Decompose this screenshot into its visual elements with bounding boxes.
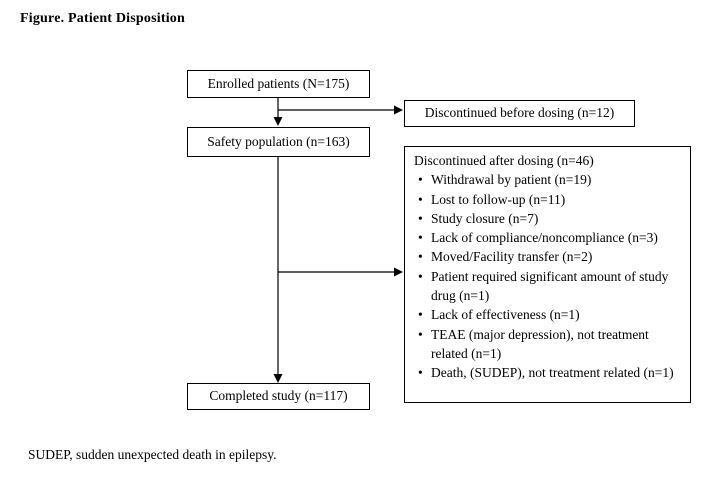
- list-item: TEAE (major depression), not treatment r…: [414, 325, 682, 364]
- node-label: Discontinued before dosing (n=12): [424, 105, 615, 121]
- node-safety-population: Safety population (n=163): [187, 127, 370, 157]
- arrowhead-right-before: [394, 105, 403, 115]
- node-label: Safety population (n=163): [207, 133, 350, 149]
- node-label: Completed study (n=117): [209, 388, 348, 404]
- list-item: Patient required significant amount of s…: [414, 267, 682, 306]
- arrowhead-right-after: [394, 267, 403, 277]
- discontinued-after-header: Discontinued after dosing (n=46): [414, 153, 594, 168]
- list-item: Death, (SUDEP), not treatment related (n…: [414, 363, 682, 383]
- list-item: Lack of compliance/noncompliance (n=3): [414, 228, 682, 248]
- list-item: Lack of effectiveness (n=1): [414, 305, 682, 325]
- arrowhead-down-completed: [273, 374, 283, 383]
- list-item: Study closure (n=7): [414, 209, 682, 229]
- list-item: Moved/Facility transfer (n=2): [414, 247, 682, 267]
- discontinued-after-list: Withdrawal by patient (n=19) Lost to fol…: [414, 170, 682, 383]
- node-completed-study: Completed study (n=117): [187, 383, 370, 410]
- list-item: Withdrawal by patient (n=19): [414, 170, 682, 190]
- node-label: Enrolled patients (N=175): [207, 75, 350, 91]
- node-discontinued-before-dosing: Discontinued before dosing (n=12): [404, 100, 635, 127]
- footnote: SUDEP, sudden unexpected death in epilep…: [28, 447, 277, 462]
- node-enrolled-patients: Enrolled patients (N=175): [187, 70, 370, 98]
- figure-title: Figure. Patient Disposition: [20, 11, 185, 26]
- arrowhead-down-safety: [273, 117, 283, 126]
- node-discontinued-after-dosing: Discontinued after dosing (n=46) Withdra…: [404, 146, 691, 403]
- list-item: Lost to follow-up (n=11): [414, 190, 682, 210]
